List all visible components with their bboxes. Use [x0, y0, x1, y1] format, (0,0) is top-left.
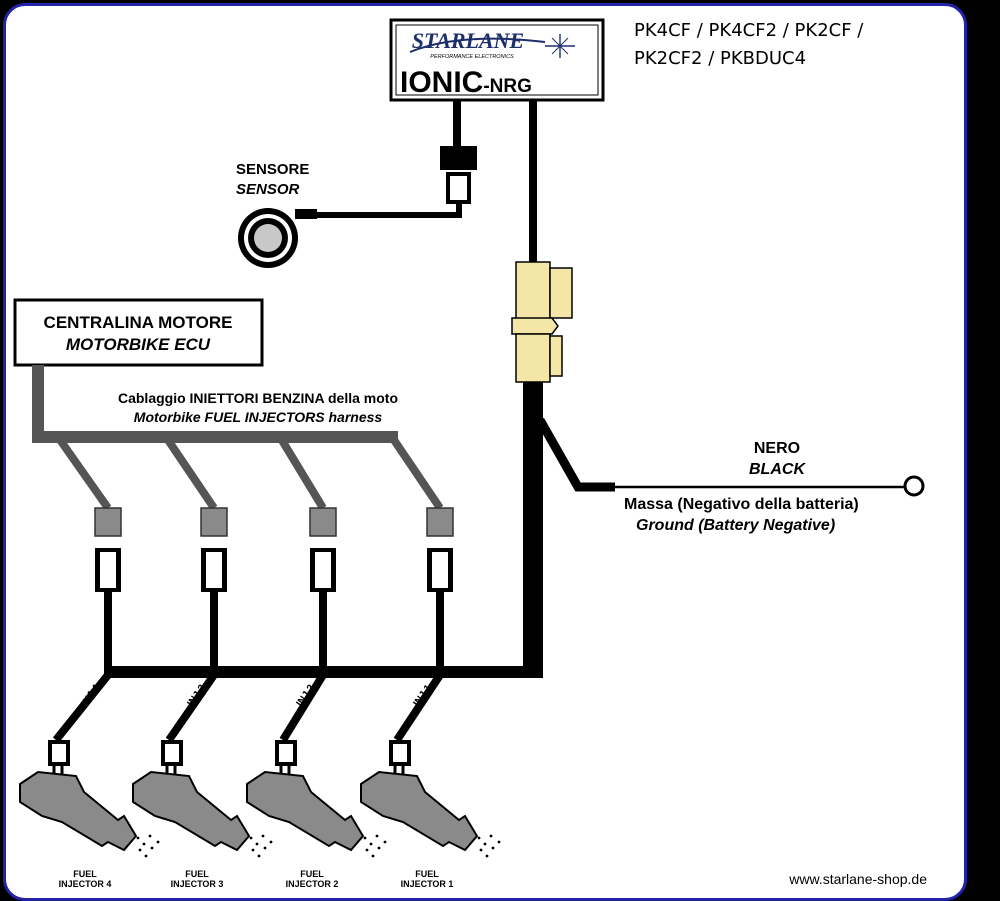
fuel-injector-icon — [19, 770, 138, 852]
fuel-injector-icon — [246, 770, 365, 852]
sensor-wire — [315, 100, 477, 218]
injector-label-line2: INJECTOR 2 — [286, 879, 339, 889]
ground-wire — [536, 417, 615, 492]
harness-drop-wire — [276, 434, 327, 511]
injector-wire — [393, 672, 444, 743]
harness-plug — [200, 507, 228, 537]
injector-label-line1: FUEL — [73, 869, 97, 879]
ground-desc-en: Ground (Battery Negative) — [636, 517, 835, 534]
harness-drop-wire — [54, 434, 112, 511]
harness-plug — [309, 507, 337, 537]
ionic-nrg-unit: STARLANE PERFORMANCE ELECTRONICS IONIC-N… — [389, 18, 605, 102]
svg-text:IONIC-NRG: IONIC-NRG — [400, 66, 532, 99]
harness-label-it: Cablaggio INIETTORI BENZINA della moto — [118, 390, 398, 406]
device-name-suffix: -NRG — [483, 76, 532, 97]
sensor-connector — [440, 146, 477, 170]
ground-desc-it: Massa (Negativo della batteria) — [624, 496, 859, 513]
fuel-injectors-harness — [32, 365, 398, 443]
injector-label-line1: FUEL — [300, 869, 324, 879]
sensor-label-it: SENSORE — [236, 161, 309, 178]
injector-label-line2: INJECTOR 4 — [59, 879, 112, 889]
injector-wire — [52, 672, 112, 743]
model-codes-line-2: PK2CF2 / PKBDUC4 — [634, 48, 806, 69]
fuel-injector-icon — [132, 770, 251, 852]
device-name: IONIC — [400, 66, 483, 99]
website-url: www.starlane-shop.de — [788, 871, 927, 887]
harness-label-en: Motorbike FUEL INJECTORS harness — [134, 409, 383, 425]
harness-plug — [94, 507, 122, 537]
injector-label-line2: INJECTOR 1 — [401, 879, 454, 889]
ecu-label-it: CENTRALINA MOTORE — [44, 313, 233, 332]
ecu-label-en: MOTORBIKE ECU — [66, 335, 211, 354]
fuel-injector-icon — [360, 770, 479, 852]
harness-drop-wire — [162, 434, 218, 511]
injector-label-line1: FUEL — [185, 869, 209, 879]
star-icon — [545, 34, 575, 58]
injector-label-line1: FUEL — [415, 869, 439, 879]
ground-color-en: BLACK — [749, 461, 806, 478]
injector-label-line2: INJECTOR 3 — [171, 879, 224, 889]
sensor-label-en: SENSOR — [236, 181, 300, 198]
injector-wire — [279, 672, 327, 743]
injector-wire — [165, 672, 218, 743]
starlane-logo-subtext: PERFORMANCE ELECTRONICS — [430, 54, 514, 60]
motorbike-ecu-box: CENTRALINA MOTORE MOTORBIKE ECU — [13, 298, 264, 367]
harness-plug — [426, 507, 454, 537]
harness-drop-wire — [388, 434, 444, 511]
logo-swoosh — [409, 37, 546, 53]
main-connector — [511, 261, 573, 383]
sensor-clamp-icon — [238, 208, 317, 268]
model-codes-line-1: PK4CF / PK4CF2 / PK2CF / — [634, 20, 864, 41]
ground-ring-terminal — [903, 475, 925, 497]
ground-color-it: NERO — [754, 440, 800, 457]
